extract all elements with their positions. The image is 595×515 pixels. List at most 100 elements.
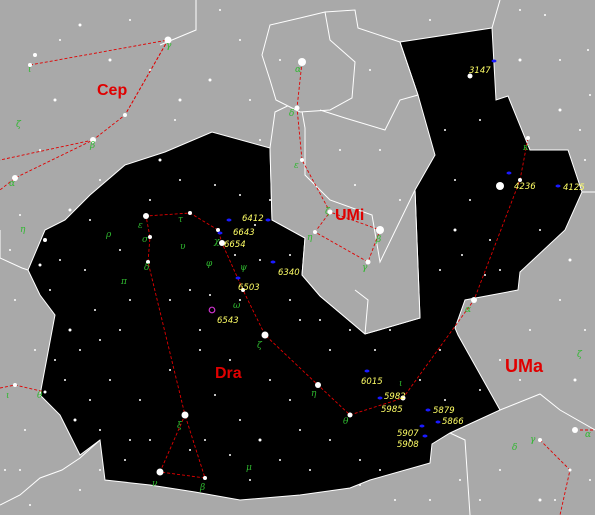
star bbox=[209, 294, 211, 296]
star bbox=[219, 9, 221, 11]
star bbox=[471, 297, 477, 303]
star bbox=[129, 299, 131, 301]
star bbox=[584, 159, 586, 161]
star bbox=[54, 359, 56, 361]
star bbox=[299, 429, 301, 431]
greek-label: ζ bbox=[577, 350, 583, 360]
deep-sky-labels: 3147 4236 4125 6412 6643 6654 6340 6503 … bbox=[217, 66, 585, 450]
greek-label: ι bbox=[399, 379, 403, 389]
star bbox=[174, 119, 176, 121]
greek-label: β bbox=[89, 141, 95, 151]
greek-label: ν bbox=[152, 479, 158, 489]
star bbox=[315, 382, 321, 388]
star bbox=[329, 439, 331, 441]
greek-label: υ bbox=[180, 242, 186, 252]
star bbox=[90, 137, 96, 143]
star bbox=[309, 469, 311, 471]
star bbox=[439, 269, 441, 271]
star bbox=[499, 359, 501, 361]
star bbox=[169, 299, 171, 301]
star bbox=[109, 379, 111, 381]
star bbox=[28, 63, 32, 67]
greek-label: δ bbox=[289, 109, 294, 119]
star bbox=[559, 59, 561, 61]
star bbox=[558, 108, 562, 112]
star bbox=[94, 309, 96, 311]
star bbox=[89, 399, 91, 401]
greek-label: ψ bbox=[240, 263, 248, 273]
star bbox=[119, 249, 121, 251]
star bbox=[544, 14, 546, 16]
galaxy-marker bbox=[226, 218, 232, 222]
star bbox=[149, 199, 151, 201]
greek-label: τ bbox=[178, 215, 184, 225]
star bbox=[189, 449, 191, 451]
greek-label: ε bbox=[138, 221, 143, 231]
greek-label: δ bbox=[512, 443, 517, 453]
star bbox=[374, 349, 376, 351]
constellation-label-umi: UMi bbox=[335, 207, 364, 224]
star bbox=[518, 58, 522, 62]
star bbox=[99, 469, 101, 471]
star bbox=[359, 484, 361, 486]
star bbox=[254, 224, 256, 226]
star bbox=[24, 429, 26, 431]
object-label-6015: 6015 bbox=[361, 377, 383, 387]
star bbox=[279, 459, 281, 461]
galaxy-marker bbox=[425, 408, 431, 412]
umi-upper-boundary bbox=[319, 9, 419, 131]
star bbox=[73, 418, 77, 422]
star bbox=[43, 238, 47, 242]
star bbox=[249, 99, 251, 101]
star bbox=[454, 179, 456, 181]
star bbox=[376, 226, 384, 234]
star bbox=[429, 499, 431, 501]
greek-label: φ bbox=[206, 259, 213, 269]
star bbox=[13, 383, 17, 387]
greek-label: δ bbox=[144, 263, 149, 273]
galaxy-marker bbox=[217, 231, 223, 235]
greek-label: ζ bbox=[16, 120, 22, 130]
greek-label: η bbox=[20, 225, 26, 235]
star bbox=[188, 211, 192, 215]
greek-label: χ bbox=[213, 237, 220, 247]
star bbox=[178, 98, 182, 102]
star bbox=[354, 184, 356, 186]
star bbox=[538, 498, 542, 502]
galaxy-marker bbox=[377, 396, 383, 400]
polar-region bbox=[261, 11, 356, 113]
star bbox=[589, 479, 591, 481]
star bbox=[84, 269, 86, 271]
star bbox=[208, 78, 212, 82]
greek-label: π bbox=[120, 277, 128, 287]
galaxy-marker bbox=[235, 276, 241, 280]
star bbox=[538, 438, 542, 442]
object-label-5879: 5879 bbox=[433, 406, 455, 416]
star bbox=[12, 175, 18, 181]
star bbox=[234, 254, 236, 256]
star-field bbox=[4, 9, 591, 506]
star bbox=[526, 136, 530, 140]
star bbox=[214, 394, 216, 396]
star bbox=[559, 299, 561, 301]
object-label-4236: 4236 bbox=[514, 182, 536, 192]
star bbox=[459, 479, 461, 481]
star bbox=[461, 254, 463, 256]
star bbox=[479, 389, 481, 391]
star bbox=[444, 129, 446, 131]
star bbox=[469, 199, 471, 201]
umi-region bbox=[269, 99, 421, 335]
object-label-5982: 5982 bbox=[384, 392, 406, 402]
star bbox=[444, 399, 446, 401]
star bbox=[529, 329, 531, 331]
object-label-6503: 6503 bbox=[238, 283, 260, 293]
star bbox=[59, 39, 61, 41]
greek-label: σ bbox=[142, 235, 149, 245]
star bbox=[124, 459, 126, 461]
object-label-6543: 6543 bbox=[217, 316, 239, 326]
star bbox=[327, 209, 333, 215]
object-label-4125: 4125 bbox=[563, 183, 585, 193]
star bbox=[394, 499, 396, 501]
greek-label: η bbox=[311, 389, 317, 399]
